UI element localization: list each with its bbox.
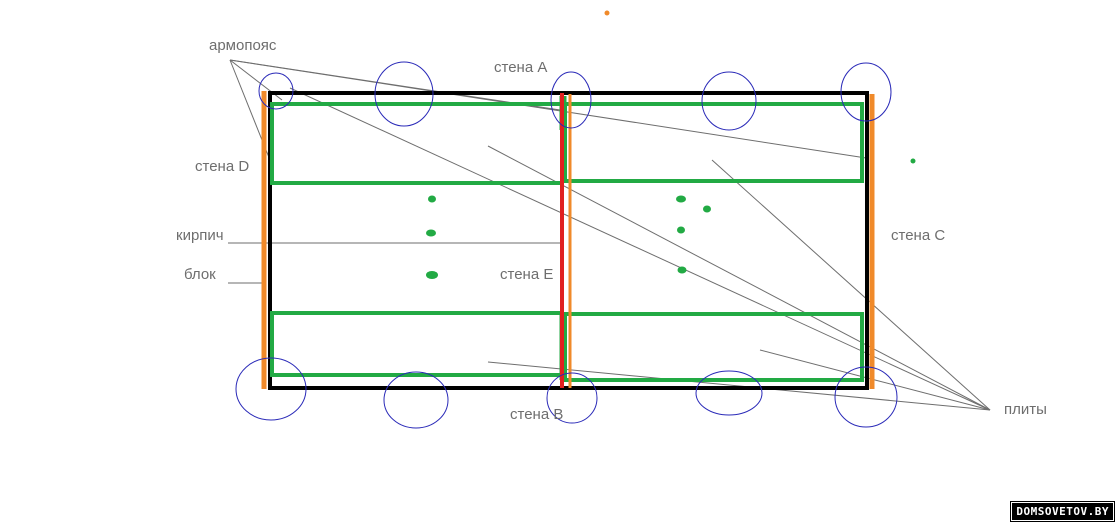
slab-top-left [270,102,564,185]
slab-bottom-right [563,312,864,382]
label-slabs: плиты [1004,401,1047,418]
armopoyas-circles [235,61,898,429]
slab-top-right [563,102,864,183]
label-block: блок [184,266,216,283]
label-wall-a: стена А [494,59,547,76]
label-wall-b: стена В [510,406,563,423]
label-brick: кирпич [176,227,224,244]
slabs [270,102,864,382]
slabs-leader-lines [289,87,991,411]
label-armopoyas: армопояс [209,37,277,54]
label-wall-e: стена Е [500,266,553,283]
orange-dot [604,10,610,16]
label-wall-d: стена D [195,158,249,175]
armopoyas-leader-lines [229,59,867,161]
watermark: DOMSOVETOV.BY [1010,501,1115,522]
support-dots [426,158,916,279]
slab-bottom-left [270,311,564,377]
label-wall-c: стена С [891,227,945,244]
